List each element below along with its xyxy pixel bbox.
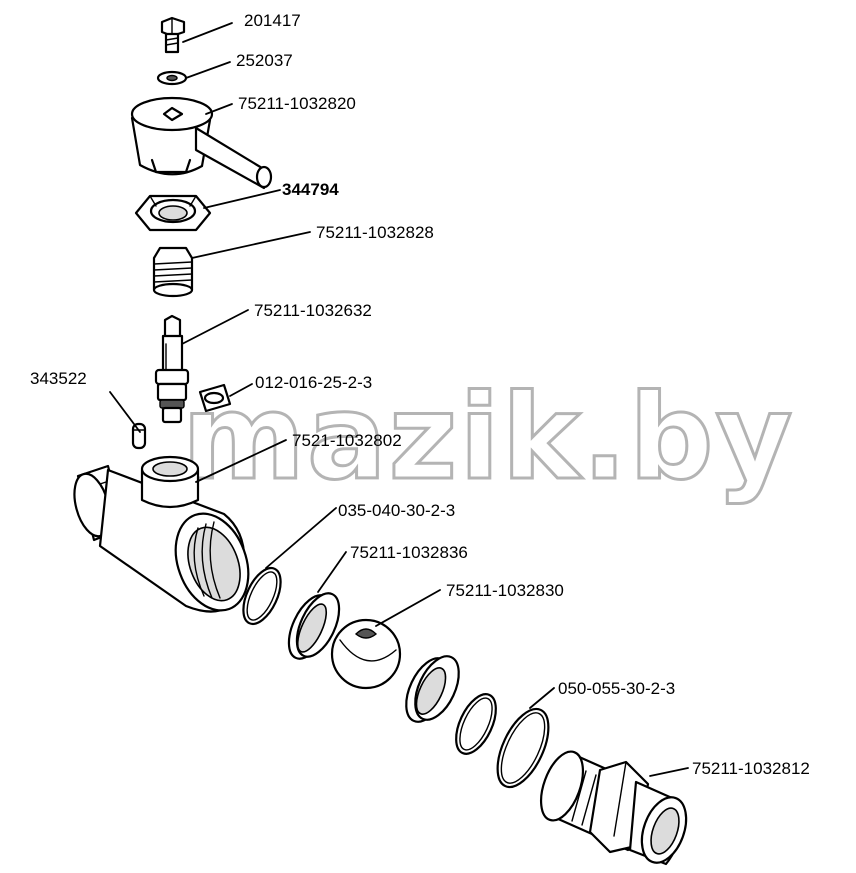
bolt-201417 [160,16,186,54]
stem-75211-1032632 [154,314,190,424]
label-343522: 343522 [30,369,87,388]
o-ring-middle [455,693,497,755]
valve-body-7521-1032802 [73,455,250,613]
label-050-055-30-2-3: 050-055-30-2-3 [558,679,675,698]
label-035-040-30-2-3: 035-040-30-2-3 [338,501,455,520]
watermark: mazik.by [182,368,794,506]
seat-ring-75211-1032836 [287,592,341,660]
nut-344794 [134,194,212,232]
label-7521-1032802: 7521-1032802 [292,431,402,450]
label-012-016-25-2-3: 012-016-25-2-3 [255,373,372,392]
pin-343522 [131,422,147,450]
label-75211-1032830: 75211-1032830 [446,581,564,600]
label-75211-1032812: 75211-1032812 [692,759,810,778]
part-labels: 201417 252037 75211-1032820 344794 75211… [30,11,810,778]
o-ring-035-040-30-2-3 [242,566,282,626]
o-ring-050-055-30-2-3 [496,707,550,789]
label-252037: 252037 [236,51,293,70]
handle-75211-1032820 [130,96,273,190]
label-201417: 201417 [244,11,301,30]
seat-ring-right [405,655,460,723]
label-75211-1032828: 75211-1032828 [316,223,434,242]
label-75211-1032836: 75211-1032836 [350,543,468,562]
ball-75211-1032830 [330,618,402,690]
label-75211-1032632: 75211-1032632 [254,301,372,320]
washer-252037 [156,70,188,86]
leader-lines [109,22,689,777]
end-fitting-75211-1032812 [539,750,688,866]
bushing-75211-1032828 [152,246,194,298]
label-75211-1032820: 75211-1032820 [238,94,356,113]
o-ring-012-016-25-2-3 [198,383,232,413]
label-344794: 344794 [282,180,339,199]
